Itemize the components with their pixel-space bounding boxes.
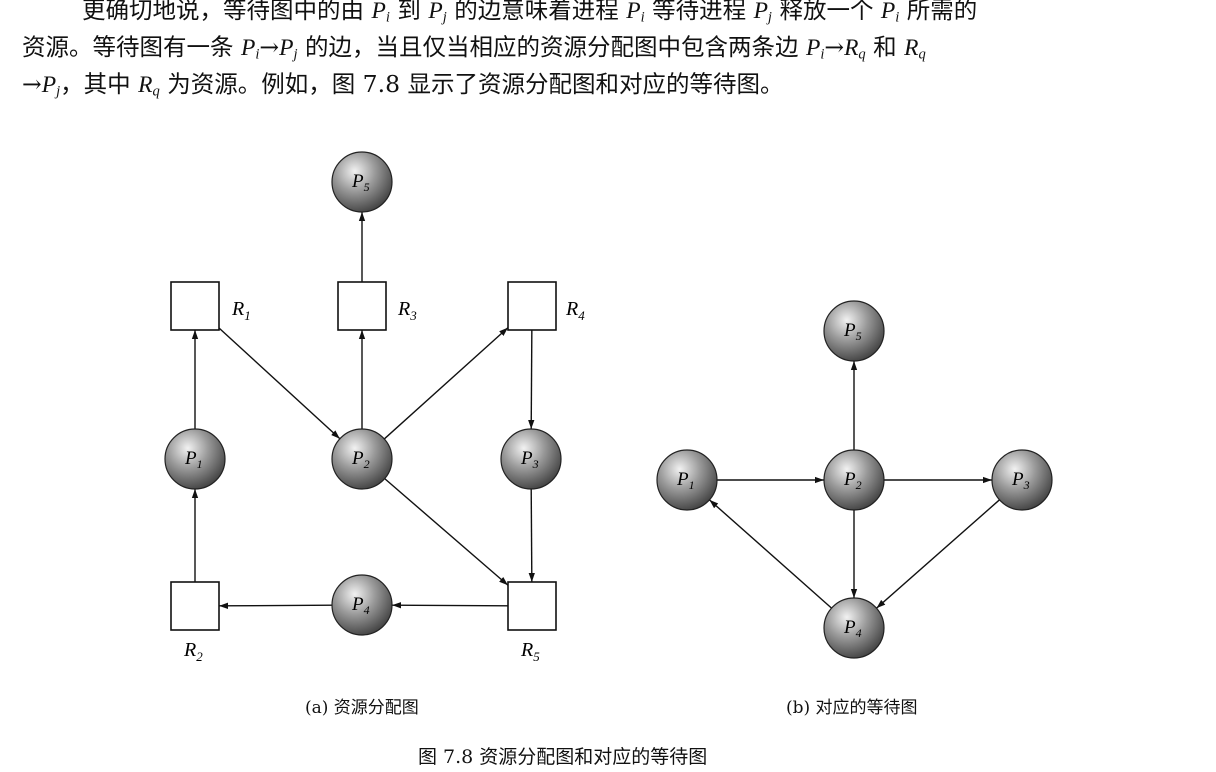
process-p3: P3 <box>500 428 562 490</box>
process-p4-label: P4 <box>351 594 370 617</box>
process-p1-label: P1 <box>184 448 203 471</box>
paragraph-line-2: 资源。等待图有一条 Pi→Pj 的边，当且仅当相应的资源分配图中包含两条边 Pi… <box>22 33 926 63</box>
paragraph-line-1: 更确切地说，等待图中的由 Pi 到 Pj 的边意味着进程 Pi 等待进程 Pj … <box>82 0 978 26</box>
caption-b: (b) 对应的等待图 <box>786 698 918 718</box>
wf-process-p2-label: P2 <box>843 469 862 492</box>
wf-process-p4-label: P4 <box>843 617 862 640</box>
process-p1: P1 <box>164 428 226 490</box>
resource-r1-label: R1 <box>231 298 251 323</box>
resource-r2-label: R2 <box>183 639 203 664</box>
wfg-edge-p4-p1 <box>708 499 833 609</box>
wf-process-p4: P4 <box>823 597 885 659</box>
wf-process-p2: P2 <box>823 449 885 511</box>
wf-process-p5: P5 <box>823 300 885 362</box>
paragraph-line-3: →Pj，其中 Rq 为资源。例如，图 7.8 显示了资源分配图和对应的等待图。 <box>22 70 784 100</box>
process-p3-label: P3 <box>520 448 539 471</box>
process-p2: P2 <box>331 428 393 490</box>
figure-title: 图 7.8 资源分配图和对应的等待图 <box>418 746 708 768</box>
resource-r5-label: R5 <box>520 639 540 664</box>
wf-process-p1: P1 <box>656 449 718 511</box>
wfg-edge-p3-p4 <box>876 499 1000 609</box>
rag-edge-p4-r2 <box>218 602 333 609</box>
resource-r3: R3 <box>337 281 417 331</box>
body-paragraph: 更确切地说，等待图中的由 Pi 到 Pj 的边意味着进程 Pi 等待进程 Pj … <box>22 0 1202 103</box>
resource-allocation-graph: R1 R3 R4 R2 R5 P5 P1 P2 <box>164 151 585 664</box>
rag-edge-r4-p3 <box>528 329 535 430</box>
rag-edge-p2-r4 <box>383 327 509 440</box>
resource-r4-label: R4 <box>565 298 585 323</box>
resource-r2: R2 <box>170 581 220 664</box>
rag-edge-p3-r5 <box>528 488 535 583</box>
resource-r5: R5 <box>507 581 557 664</box>
rag-edge-r1-p2 <box>218 327 341 440</box>
wf-process-p5-label: P5 <box>843 320 862 343</box>
wf-process-p3: P3 <box>991 449 1053 511</box>
process-p5-label: P5 <box>351 171 370 194</box>
rag-edge-p2-r5 <box>384 478 509 586</box>
wf-process-p3-label: P3 <box>1011 469 1030 492</box>
process-p2-label: P2 <box>351 448 370 471</box>
resource-r4: R4 <box>507 281 585 331</box>
process-p4: P4 <box>331 574 393 636</box>
wait-for-graph: P5 P1 P2 P3 P4 <box>656 300 1053 659</box>
caption-a: (a) 资源分配图 <box>305 698 419 718</box>
resource-r1: R1 <box>170 281 251 331</box>
process-p5: P5 <box>331 151 393 213</box>
wf-process-p1-label: P1 <box>676 469 695 492</box>
resource-r3-label: R3 <box>397 298 417 323</box>
rag-edge-r5-p4 <box>391 602 509 609</box>
